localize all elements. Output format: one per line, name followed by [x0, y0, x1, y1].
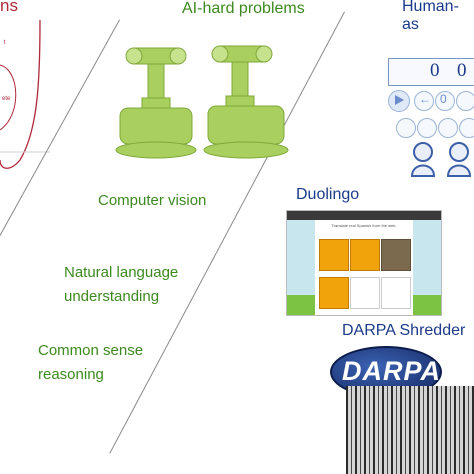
- darpa-logo-text: DARPA: [342, 356, 441, 386]
- option-circle-3[interactable]: [438, 118, 458, 138]
- option-circle-1[interactable]: [396, 118, 416, 138]
- duolingo-label: Duolingo: [296, 186, 360, 203]
- avatar-male-icon: [446, 142, 472, 177]
- grass-right: [413, 295, 441, 315]
- back-icon: ←: [419, 92, 431, 106]
- darpa-shredder-label: DARPA Shredder: [342, 322, 466, 339]
- lesson-card-4[interactable]: [319, 277, 349, 309]
- lesson-card-2[interactable]: [350, 239, 380, 271]
- computer-vision-label: Computer vision: [98, 192, 207, 209]
- counter-box: [388, 58, 474, 86]
- play-icon: [395, 95, 404, 105]
- robot-illustrations: [115, 45, 289, 159]
- csr-label-line1: Common sense: [38, 342, 144, 359]
- avatar-female-icon: [410, 142, 436, 177]
- forward-button[interactable]: [456, 91, 474, 111]
- shredded-document: [346, 386, 474, 474]
- human-as-title: Human-as: [402, 0, 459, 33]
- left-curve-plot: [0, 20, 50, 169]
- counter-right: 0: [457, 60, 467, 81]
- duolingo-prompt: Translate real Spanish from the web.: [331, 223, 397, 228]
- duolingo-screenshot: Translate real Spanish from the web.: [286, 210, 442, 316]
- counter-left: 0: [430, 60, 440, 81]
- nlu-label-line2: understanding: [64, 288, 160, 305]
- ai-hard-title: AI-hard problems: [182, 0, 305, 17]
- back-button[interactable]: [414, 91, 434, 111]
- grass-left: [287, 295, 315, 315]
- option-circle-4[interactable]: [459, 118, 474, 138]
- lesson-card-3[interactable]: [381, 239, 411, 271]
- curve-label-1: t: [4, 40, 6, 46]
- option-circle-2[interactable]: [417, 118, 437, 138]
- curve-line: [0, 20, 41, 169]
- left-panel-title: ns: [0, 0, 18, 15]
- robot-left: [115, 47, 197, 159]
- zero-label: 0: [440, 92, 447, 106]
- lesson-card-1[interactable]: [319, 239, 349, 271]
- curve-label-2: ete: [2, 96, 11, 102]
- csr-label-line2: reasoning: [38, 366, 104, 383]
- lesson-card-6[interactable]: [381, 277, 411, 309]
- duolingo-topbar: [287, 211, 441, 220]
- lesson-card-5[interactable]: [350, 277, 380, 309]
- zero-button[interactable]: [435, 91, 455, 111]
- robot-right: [203, 45, 289, 159]
- curve-loop: [0, 64, 17, 131]
- nlu-label-line1: Natural language: [64, 264, 179, 281]
